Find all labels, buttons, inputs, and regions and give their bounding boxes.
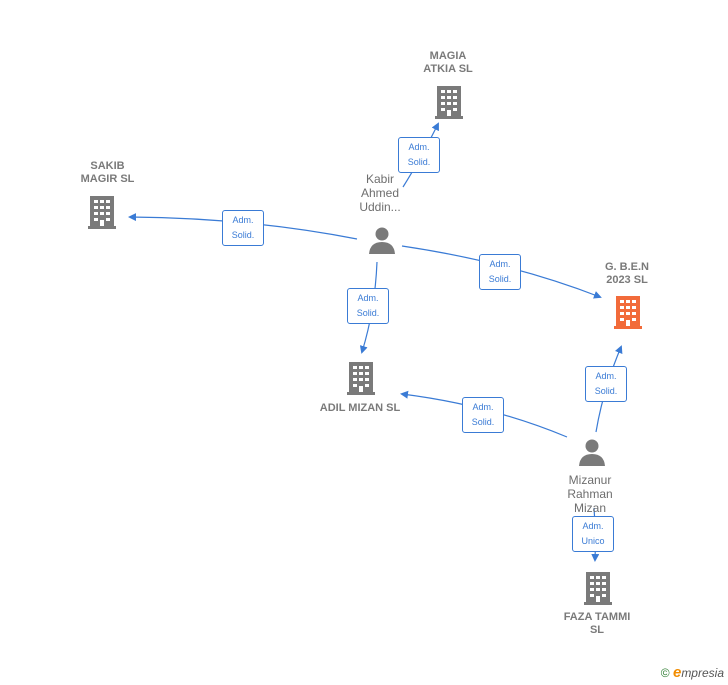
edge-badge-kabir-magia[interactable]: Adm. Solid. (398, 137, 440, 173)
edge-badge-mizanur-gben[interactable]: Adm. Solid. (585, 366, 627, 402)
person-icon[interactable] (367, 225, 397, 255)
copyright-symbol: © (660, 666, 670, 680)
edge-badge-kabir-sakib[interactable]: Adm. Solid. (222, 210, 264, 246)
person-icon[interactable] (577, 437, 607, 467)
company-label-magia[interactable]: MAGIA ATKIA SL (423, 50, 473, 75)
building-icon[interactable] (86, 194, 118, 230)
edge-badge-kabir-gben[interactable]: Adm. Solid. (479, 254, 521, 290)
company-label-gben[interactable]: G. B.E.N 2023 SL (604, 261, 649, 286)
building-icon[interactable] (612, 294, 644, 330)
footer-brand: © empresia (661, 664, 724, 681)
company-label-adil[interactable]: ADIL MIZAN SL (319, 402, 401, 414)
brand-logo-text: mpresia (681, 666, 724, 680)
company-label-faza[interactable]: FAZA TAMMI SL (563, 611, 631, 636)
brand-logo-e: e (672, 664, 682, 681)
building-icon[interactable] (582, 570, 614, 606)
edge-badge-kabir-adil[interactable]: Adm. Solid. (347, 288, 389, 324)
edge-badge-mizanur-faza[interactable]: Adm. Unico (572, 516, 614, 552)
person-label-kabir[interactable]: Kabir Ahmed Uddin... (359, 172, 401, 214)
building-icon[interactable] (345, 360, 377, 396)
person-label-mizanur[interactable]: Mizanur Rahman Mizan (567, 473, 613, 515)
building-icon[interactable] (433, 84, 465, 120)
edge-badge-mizanur-adil[interactable]: Adm. Solid. (462, 397, 504, 433)
company-label-sakib[interactable]: SAKIB MAGIR SL (80, 160, 135, 185)
